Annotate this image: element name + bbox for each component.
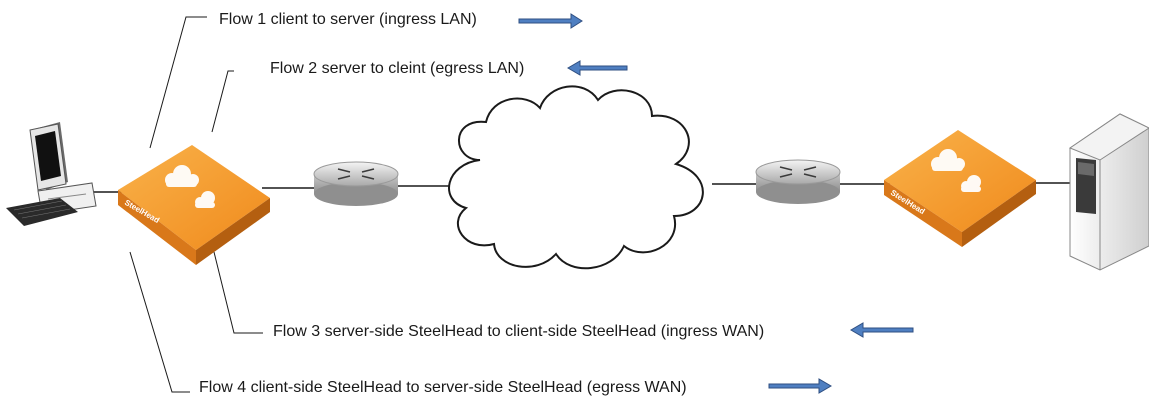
- cloud-logo-icon: [165, 165, 215, 208]
- cloud-logo-icon: [931, 149, 981, 192]
- flow-4-label: Flow 4 client-side SteelHead to server-s…: [199, 379, 687, 396]
- callout-leader-lines: [129, 16, 263, 393]
- flow-2-arrow-left-icon: [567, 60, 628, 76]
- server-tower-icon: [1068, 113, 1149, 271]
- server-side-router-icon: [755, 159, 841, 204]
- flow-4-arrow-right-icon: [768, 378, 832, 394]
- client-computer-icon: [6, 122, 97, 226]
- flow-3-label: Flow 3 server-side SteelHead to client-s…: [273, 323, 765, 340]
- flow-2-label: Flow 2 server to cleint (egress LAN): [270, 60, 525, 77]
- client-side-router-icon: [313, 161, 399, 206]
- wan-cloud-icon: [448, 85, 704, 270]
- client-steelhead-appliance: SteelHead: [118, 145, 270, 265]
- server-steelhead-appliance: SteelHead: [884, 130, 1036, 247]
- flow-1-arrow-right-icon: [518, 13, 583, 29]
- flow-1-label: Flow 1 client to server (ingress LAN): [219, 11, 477, 28]
- flow-3-arrow-left-icon: [850, 322, 914, 338]
